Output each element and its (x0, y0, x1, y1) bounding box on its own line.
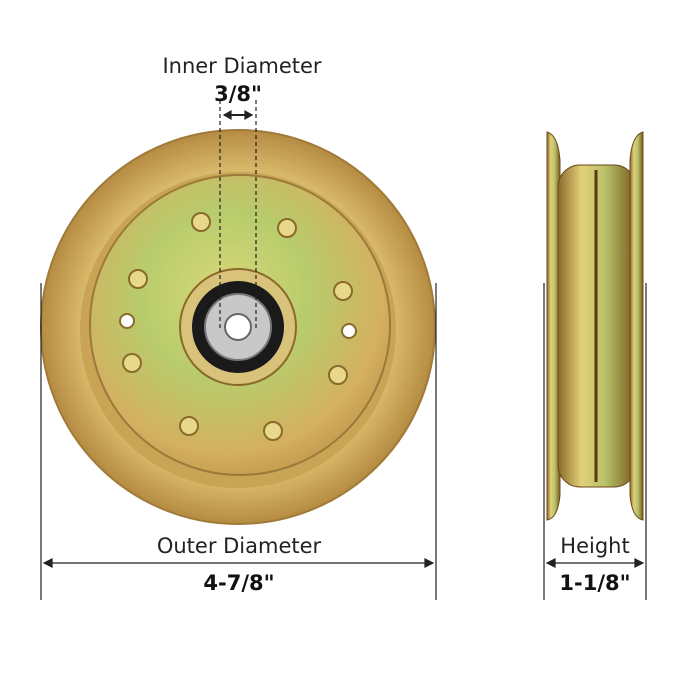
inner-diameter-label: Inner Diameter (162, 54, 322, 78)
height-value: 1-1/8" (559, 571, 631, 595)
pulley-side-view (546, 131, 644, 521)
bearing-hub (179, 268, 297, 386)
height-label: Height (560, 534, 630, 558)
dimension-lines (40, 100, 647, 600)
bolt-holes (119, 212, 357, 441)
inner-diameter-value: 3/8" (214, 82, 262, 106)
outer-diameter-label: Outer Diameter (156, 534, 322, 558)
pulley-front-view (40, 129, 436, 525)
outer-diameter-value: 4-7/8" (203, 571, 275, 595)
